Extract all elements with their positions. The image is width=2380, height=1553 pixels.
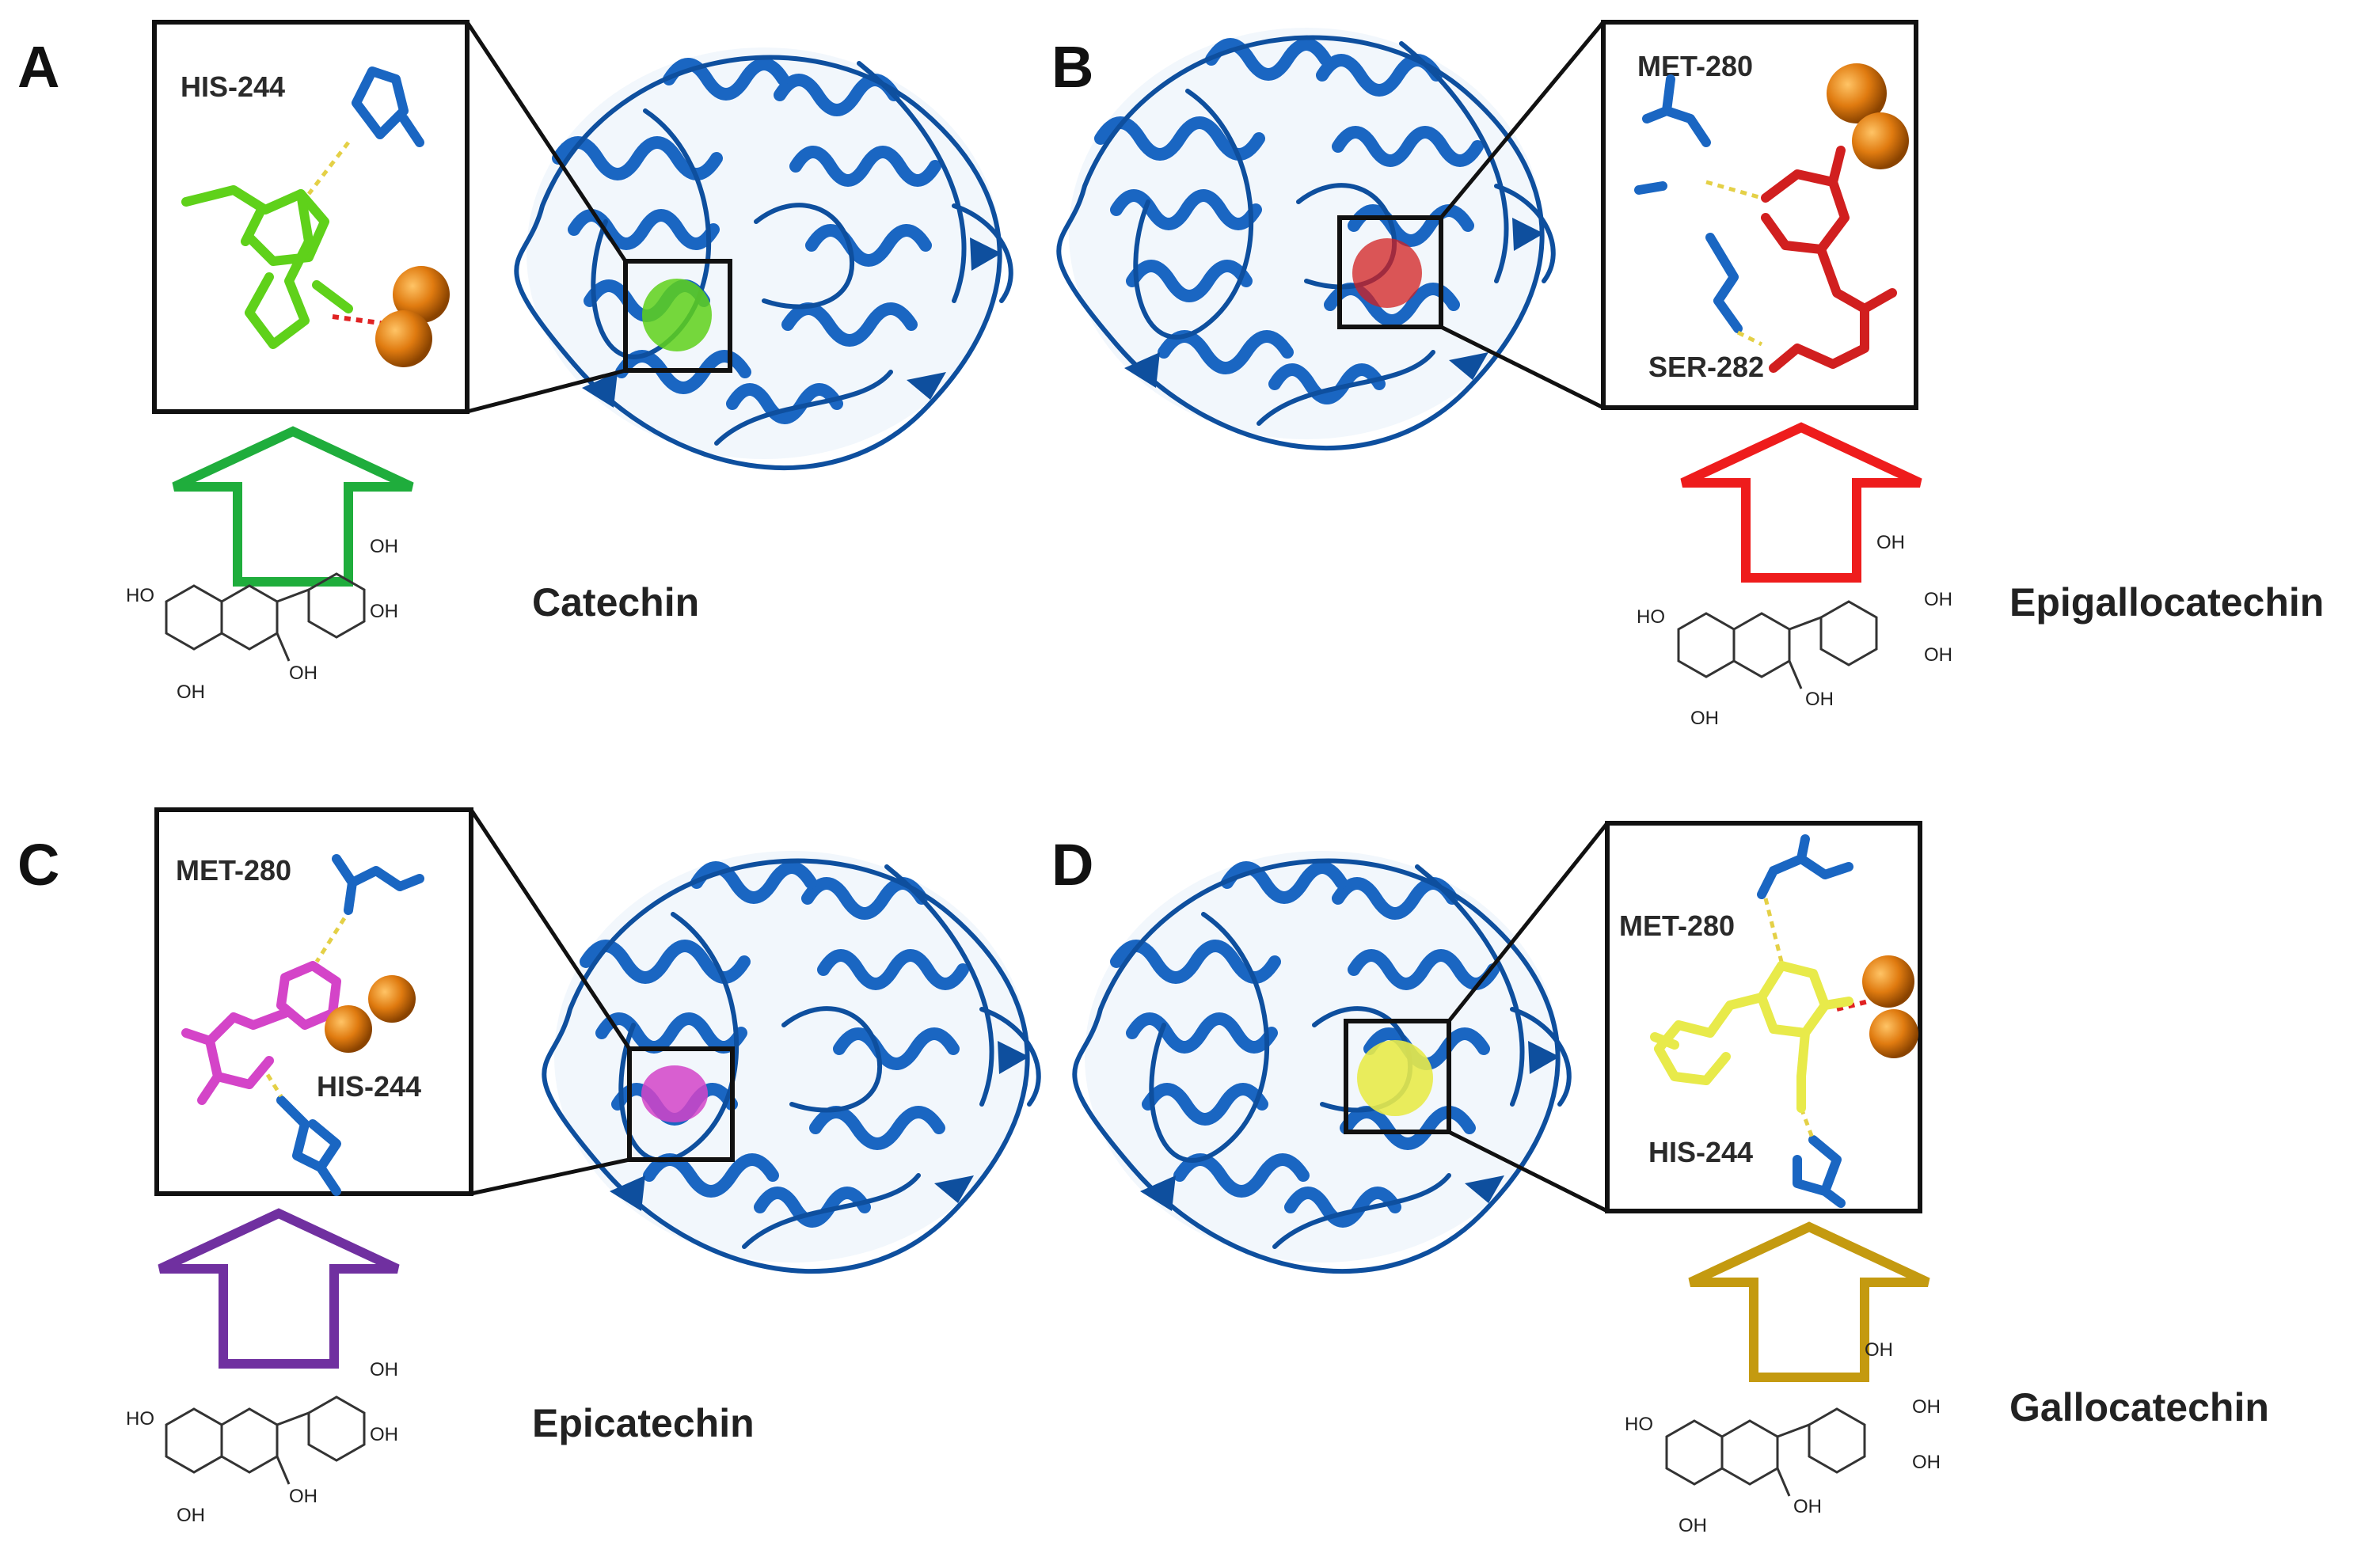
zoom-lines [469,808,632,1196]
hydrogen-bond [314,917,347,963]
oh-label: OH [1690,708,1719,729]
metal-ion [393,266,450,323]
oh-label: OH [370,1359,398,1380]
compound-name: Catechin [532,580,699,625]
residue-label: SER-282 [1648,351,1764,383]
panel-letter: C [17,832,59,898]
residue-label: MET-280 [1637,50,1753,82]
zoom-inset: MET-280 SER-282 [1601,20,1918,410]
metal-ion [1869,1009,1918,1058]
residue-label: HIS-244 [181,70,285,103]
panel-letter: D [1051,832,1093,898]
panel-d: D MET-280 HIS-244 [1051,821,2269,1536]
ligand-sticks [181,961,341,1105]
residue-label: MET-280 [176,854,291,887]
oh-label: HO [126,1408,154,1430]
oh-label: HO [126,585,154,606]
metal-ion [1862,955,1914,1008]
metal-ion [1852,112,1909,169]
oh-label: OH [370,601,398,622]
up-arrow [1682,427,1920,578]
ligand-surface [1352,238,1422,308]
oh-label: OH [1793,1496,1822,1517]
binding-site-box [1337,215,1443,329]
oh-label: OH [289,663,317,684]
zoom-lines [465,21,628,414]
panel-b: B MET-280 SER-282 [1051,20,2324,729]
hydrogen-bond [1705,180,1762,200]
residue-sidechain [1634,74,1743,333]
oh-label: OH [370,536,398,557]
hydrogen-bond [1799,1107,1815,1141]
panel-a: A HIS-244 [17,20,1011,703]
residue-label: HIS-244 [317,1070,421,1103]
panel-letter: B [1051,34,1093,100]
residue-sidechain [276,854,424,1196]
oh-label: OH [1679,1515,1707,1536]
oh-label: OH [1924,644,1952,666]
oh-label: OH [370,1424,398,1445]
oh-label: OH [177,682,205,703]
panel-c: C MET-280 HIS-244 [17,807,1039,1526]
compound-name: Gallocatechin [2009,1385,2269,1430]
protein-structure [544,851,1039,1271]
chemical-structure: OH OH OH HO OH OH [1625,1339,1941,1536]
panel-letter: A [17,34,59,100]
binding-site-box [1344,1019,1451,1134]
compound-name: Epicatechin [532,1401,755,1445]
zoom-lines [1447,822,1609,1213]
residue-label: MET-280 [1619,909,1735,942]
oh-label: OH [1876,532,1905,553]
residue-sidechain [352,66,424,147]
oh-label: HO [1637,606,1665,628]
ligand-sticks [181,185,353,349]
chemical-structure: OH OH HO OH OH [126,1359,398,1526]
protein-structure [1074,851,1569,1271]
oh-label: OH [1805,689,1834,710]
chemical-structure: OH OH OH HO OH OH [1637,532,1952,729]
hydrogen-bond [1736,330,1763,347]
oh-label: OH [1865,1339,1893,1361]
metal-ion [1827,63,1887,123]
zoom-lines [1439,21,1605,410]
metal-ion [368,975,416,1023]
ligand-surface [641,1065,708,1122]
ligand-sticks [1761,146,1897,373]
protein-structure [1059,28,1553,448]
oh-label: OH [1912,1396,1941,1418]
metal-ion [375,310,432,367]
residue-label: HIS-244 [1648,1136,1753,1168]
ligand-surface [642,279,712,351]
zoom-inset: HIS-244 [152,20,470,414]
zoom-inset: MET-280 HIS-244 [1605,821,1922,1213]
up-arrow [160,1213,397,1364]
binding-site-box [627,1046,735,1162]
chemical-structure: OH OH HO OH OH [126,536,398,703]
ligand-sticks [1650,961,1853,1113]
zoom-inset: MET-280 HIS-244 [154,807,473,1196]
up-arrow [174,431,412,582]
protein-structure [516,47,1011,468]
ligand-surface [1357,1040,1433,1116]
compound-name: Epigallocatechin [2009,580,2324,625]
oh-label: OH [1924,589,1952,610]
binding-site-box [623,259,732,373]
metal-contact [1836,999,1869,1012]
oh-label: OH [1912,1452,1941,1473]
oh-label: HO [1625,1414,1653,1435]
metal-ion [325,1005,372,1053]
residue-sidechain [1757,834,1853,1208]
oh-label: OH [177,1505,205,1526]
oh-label: OH [289,1486,317,1507]
